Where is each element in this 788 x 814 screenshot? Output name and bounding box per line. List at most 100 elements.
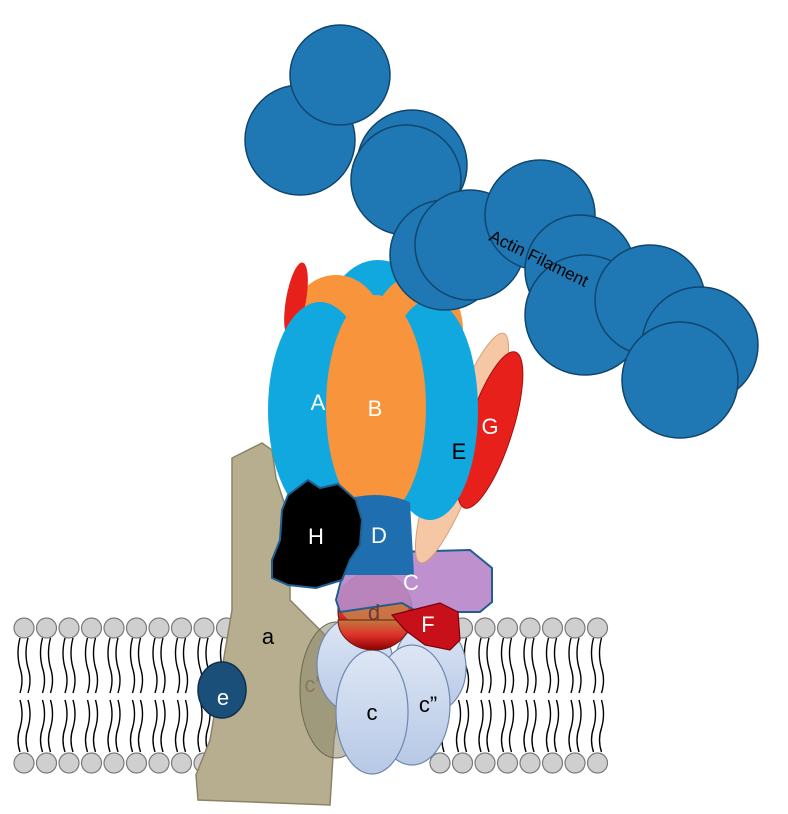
lipid-head bbox=[498, 753, 518, 773]
lipid-tail bbox=[457, 700, 461, 752]
lipid-tail bbox=[555, 700, 559, 752]
lipid-tail bbox=[18, 638, 22, 693]
lipid-tail bbox=[86, 638, 90, 693]
lipid-tail bbox=[502, 700, 506, 752]
label-d: d bbox=[368, 600, 380, 625]
lipid-tail bbox=[532, 638, 536, 693]
lipid-tail bbox=[198, 700, 202, 752]
lipid-tail bbox=[524, 638, 528, 693]
label-A: A bbox=[311, 390, 326, 415]
lipid-tail bbox=[86, 700, 90, 752]
label-c: c bbox=[367, 700, 378, 725]
lipid-tail bbox=[600, 700, 604, 752]
lipid-tail bbox=[592, 638, 596, 693]
label-c-prime: c' bbox=[304, 672, 319, 697]
lipid-head bbox=[104, 753, 124, 773]
lipid-tail bbox=[487, 638, 491, 693]
label-a: a bbox=[262, 624, 275, 649]
lipid-head bbox=[149, 753, 169, 773]
lipid-tail bbox=[502, 638, 506, 693]
lipid-tail bbox=[555, 638, 559, 693]
lipid-tail bbox=[71, 700, 75, 752]
lipid-tail bbox=[176, 638, 180, 693]
label-e: e bbox=[217, 685, 229, 710]
lipid-tail bbox=[161, 638, 165, 693]
lipid-tail bbox=[63, 700, 67, 752]
label-F: F bbox=[421, 612, 434, 637]
lipid-tail bbox=[479, 638, 483, 693]
label-B: B bbox=[368, 396, 383, 421]
lipid-tail bbox=[63, 638, 67, 693]
lipid-tail bbox=[569, 700, 573, 752]
lipid-head bbox=[82, 753, 102, 773]
lipid-tail bbox=[547, 638, 551, 693]
lipid-head bbox=[543, 753, 563, 773]
actin-monomer bbox=[290, 25, 390, 125]
lipid-tail bbox=[26, 638, 30, 693]
lipid-head bbox=[127, 618, 147, 638]
lipid-head bbox=[565, 618, 585, 638]
lipid-head bbox=[104, 618, 124, 638]
lipid-tail bbox=[131, 638, 135, 693]
label-G: G bbox=[481, 414, 498, 439]
lipid-tail bbox=[510, 638, 514, 693]
lipid-head bbox=[149, 618, 169, 638]
lipid-head bbox=[59, 618, 79, 638]
lipid-head bbox=[543, 618, 563, 638]
lipid-head bbox=[520, 753, 540, 773]
lipid-head bbox=[37, 618, 57, 638]
lipid-tail bbox=[577, 638, 581, 693]
lipid-head bbox=[14, 618, 34, 638]
lipid-tail bbox=[153, 700, 157, 752]
lipid-head bbox=[520, 618, 540, 638]
lipid-tail bbox=[153, 638, 157, 693]
label-H: H bbox=[308, 524, 324, 549]
lipid-tail bbox=[161, 700, 165, 752]
lipid-tail bbox=[116, 638, 120, 693]
lipid-tail bbox=[547, 700, 551, 752]
lipid-head bbox=[475, 618, 495, 638]
lipid-tail bbox=[108, 638, 112, 693]
lipid-tail bbox=[487, 700, 491, 752]
label-D: D bbox=[371, 523, 387, 548]
lipid-head bbox=[59, 753, 79, 773]
label-C: C bbox=[403, 570, 419, 595]
lipid-tail bbox=[577, 700, 581, 752]
lipid-head bbox=[172, 753, 192, 773]
lipid-tail bbox=[18, 700, 22, 752]
lipid-tail bbox=[26, 700, 30, 752]
lipid-tail bbox=[184, 638, 188, 693]
label-c-double-prime: c” bbox=[419, 692, 437, 717]
lipid-tail bbox=[184, 700, 188, 752]
lipid-head bbox=[14, 753, 34, 773]
lipid-head bbox=[172, 618, 192, 638]
lipid-tail bbox=[71, 638, 75, 693]
lipid-tail bbox=[49, 700, 53, 752]
lipid-tail bbox=[139, 638, 143, 693]
lipid-head bbox=[588, 618, 608, 638]
lipid-tail bbox=[139, 700, 143, 752]
lipid-tail bbox=[49, 638, 53, 693]
actin-monomer bbox=[622, 322, 738, 438]
lipid-head bbox=[475, 753, 495, 773]
lipid-tail bbox=[600, 638, 604, 693]
lipid-tail bbox=[116, 700, 120, 752]
label-E: E bbox=[452, 439, 467, 464]
lipid-tail bbox=[94, 700, 98, 752]
lipid-tail bbox=[465, 700, 469, 752]
lipid-head bbox=[194, 618, 214, 638]
lipid-tail bbox=[131, 700, 135, 752]
lipid-tail bbox=[94, 638, 98, 693]
lipid-head bbox=[82, 618, 102, 638]
lipid-tail bbox=[108, 700, 112, 752]
lipid-tail bbox=[176, 700, 180, 752]
lipid-head bbox=[37, 753, 57, 773]
lipid-tail bbox=[592, 700, 596, 752]
lipid-tail bbox=[479, 700, 483, 752]
lipid-head bbox=[127, 753, 147, 773]
lipid-tail bbox=[524, 700, 528, 752]
lipid-tail bbox=[41, 638, 45, 693]
lipid-tail bbox=[41, 700, 45, 752]
lipid-head bbox=[588, 753, 608, 773]
